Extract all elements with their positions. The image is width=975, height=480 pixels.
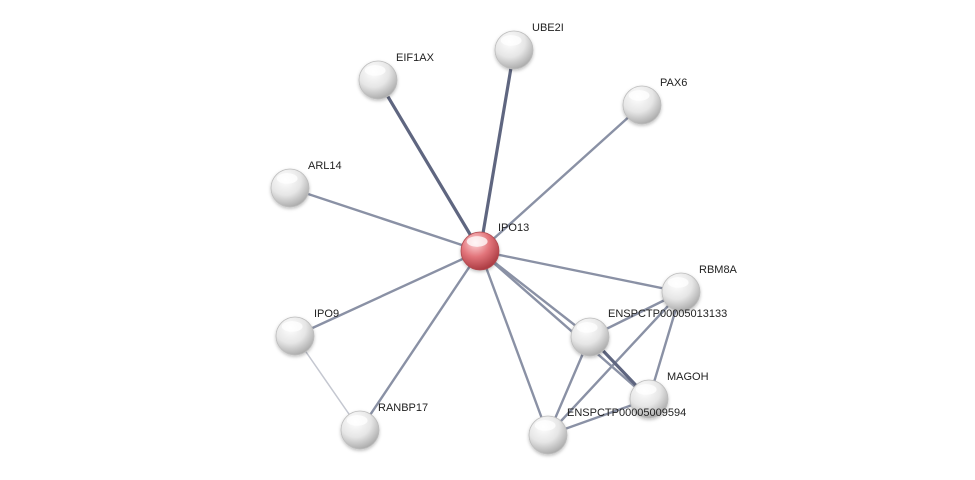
node-label-arl14: ARL14 [308,160,342,172]
node-label-enspctp13133: ENSPCTP00005013133 [608,308,727,320]
node-label-magoh: MAGOH [667,371,709,383]
node-ube2i[interactable]: UBE2I [494,22,564,70]
edge-ipo13-enspctp09594[interactable] [478,249,550,437]
edge-ipo13-ranbp17[interactable] [358,249,482,432]
node-highlight-ipo9 [281,321,303,332]
node-highlight-ipo13 [466,236,488,247]
node-ipo9[interactable]: IPO9 [275,308,339,356]
node-highlight-ube2i [500,35,522,46]
node-magoh[interactable]: MAGOH [629,371,709,419]
node-label-ube2i: UBE2I [532,22,564,34]
node-label-rbm8a: RBM8A [699,264,738,276]
node-enspctp09594[interactable]: ENSPCTP00005009594 [528,407,686,455]
edge-ipo13-eif1ax[interactable] [376,78,482,253]
node-eif1ax[interactable]: EIF1AX [358,52,435,100]
node-arl14[interactable]: ARL14 [270,160,342,208]
node-pax6[interactable]: PAX6 [622,77,687,125]
node-label-pax6: PAX6 [660,77,687,89]
node-label-ipo9: IPO9 [314,308,339,320]
node-ranbp17[interactable]: RANBP17 [340,402,428,450]
node-label-eif1ax: EIF1AX [396,52,435,64]
edge-ipo13-rbm8a[interactable] [478,249,683,294]
node-highlight-ranbp17 [346,415,368,426]
node-highlight-pax6 [628,90,650,101]
edge-ipo13-ube2i[interactable] [478,48,516,253]
node-rbm8a[interactable]: RBM8A [661,264,738,312]
node-highlight-enspctp13133 [576,322,598,333]
node-label-ipo13: IPO13 [498,222,529,234]
edge-ipo13-enspctp13133[interactable] [478,249,592,339]
node-ipo13[interactable]: IPO13 [460,222,529,271]
edge-ipo13-pax6[interactable] [478,103,644,253]
node-highlight-arl14 [276,173,298,184]
node-enspctp13133[interactable]: ENSPCTP00005013133 [570,308,727,357]
edge-ipo13-arl14[interactable] [288,186,482,253]
node-label-enspctp09594: ENSPCTP00005009594 [567,407,686,419]
node-label-ranbp17: RANBP17 [378,402,428,414]
node-highlight-eif1ax [364,65,386,76]
node-highlight-magoh [635,384,657,395]
node-highlight-enspctp09594 [534,420,556,431]
node-highlight-rbm8a [667,277,689,288]
edge-ipo13-ipo9[interactable] [293,249,482,338]
edge-ipo13-magoh[interactable] [478,249,651,401]
